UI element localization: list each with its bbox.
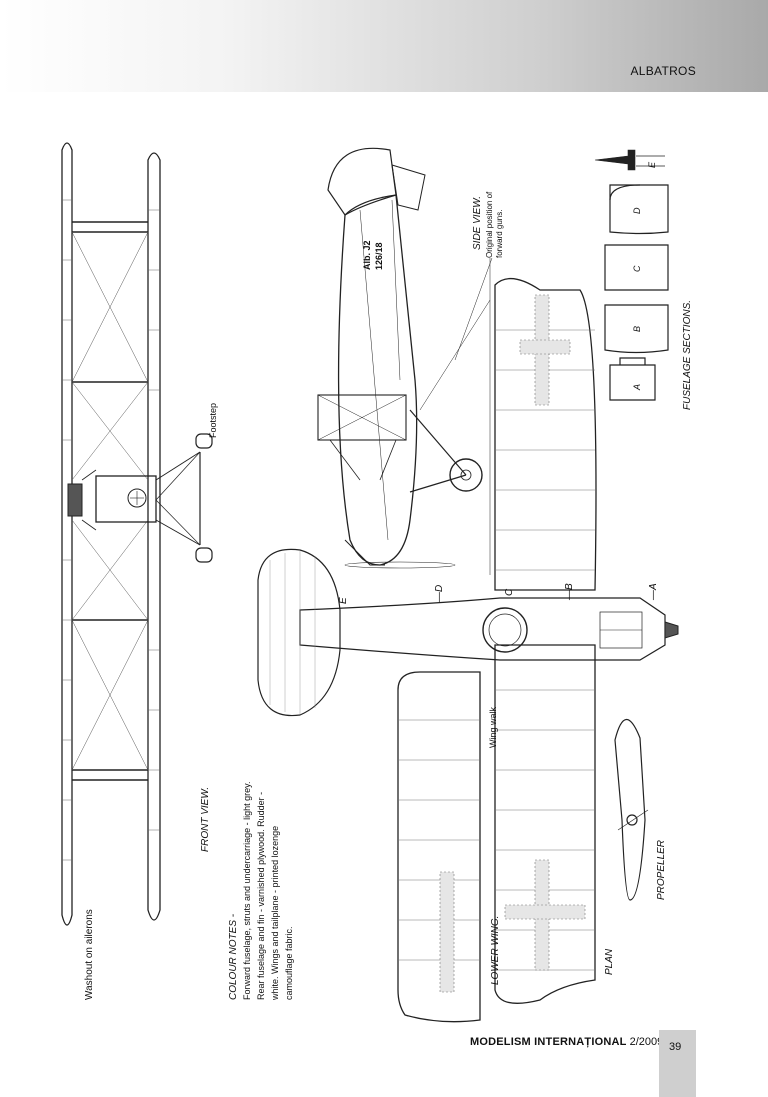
section-c-label: C <box>632 265 642 272</box>
plan-view-fuselage <box>299 597 666 661</box>
lower-wing-label: LOWER WING. <box>490 916 501 985</box>
plan-view-cockpit <box>482 607 528 653</box>
section-e-label: E <box>647 161 657 168</box>
side-view-fuselage <box>337 194 418 566</box>
plan-label: PLAN <box>604 948 615 975</box>
side-view-note2: forward guns. <box>495 210 504 258</box>
right-margin <box>712 92 768 1020</box>
plan-view-lower-wing <box>397 671 481 1023</box>
side-view-rudder <box>327 147 397 216</box>
front-view-upper-wing <box>61 142 73 926</box>
propeller-label: PROPELLER <box>656 840 667 900</box>
marker-d: —D <box>434 585 445 603</box>
front-view-lower-wing <box>147 152 161 921</box>
front-view-fuselage-circle <box>127 488 147 508</box>
side-view-wheel <box>449 458 483 492</box>
colour-notes-line2: Rear fuselage and fin - varnished plywoo… <box>256 792 266 1000</box>
section-c-shape <box>604 244 669 291</box>
propeller-blade <box>614 718 646 901</box>
plan-view-wing-left <box>494 644 596 1004</box>
washout-label: Washout on ailerons <box>84 909 95 1000</box>
side-view <box>317 147 493 575</box>
page-number-box <box>659 1030 696 1097</box>
marker-b: —B <box>564 583 575 601</box>
front-view-label: FRONT VIEW. <box>200 787 211 852</box>
magazine-name: MODELISM INTERNAȚIONAL <box>470 1036 627 1048</box>
plan-view-upper-wing <box>494 278 597 591</box>
serial-line2: 126/18 <box>374 242 384 270</box>
side-view-note1: Original position of <box>485 191 494 258</box>
page-number: 39 <box>669 1041 682 1053</box>
marker-c: C <box>504 588 515 596</box>
colour-notes-line3: white. Wings and tailplane - printed loz… <box>270 826 280 1001</box>
section-d-label: D <box>632 207 642 214</box>
wing-walk-label: Wing walk <box>488 706 498 748</box>
front-view-fuselage <box>95 475 157 523</box>
section-title: ALBATROS <box>630 64 696 78</box>
section-a-label: A <box>632 384 642 391</box>
marker-a: —A <box>648 583 659 601</box>
header-band <box>0 0 768 92</box>
serial-line1: Alb. J2 <box>362 240 372 270</box>
fuselage-sections-label: FUSELAGE SECTIONS. <box>682 300 693 410</box>
fuselage-sections <box>594 149 669 401</box>
propeller <box>614 718 649 901</box>
colour-notes-line1: Forward fuselage, struts and undercarria… <box>242 782 252 1000</box>
colour-notes-line4: camouflage fabric. <box>284 926 294 1000</box>
side-view-label: SIDE VIEW. <box>472 196 483 250</box>
magazine-footer: MODELISM INTERNAȚIONAL 2/2009 <box>470 1036 663 1048</box>
section-e-shape <box>594 149 636 171</box>
section-b-shape <box>604 304 669 354</box>
colour-notes-title: COLOUR NOTES - <box>228 913 239 1000</box>
footstep-label: Footstep <box>208 403 218 438</box>
magazine-issue: 2/2009 <box>629 1036 664 1048</box>
front-view <box>61 142 213 926</box>
marker-e: E <box>338 597 349 604</box>
plan-view-tailplane <box>257 548 341 717</box>
section-d-shape <box>609 184 669 235</box>
section-b-label: B <box>632 326 642 332</box>
section-a-shape <box>609 364 656 401</box>
plan-view <box>257 278 679 1023</box>
